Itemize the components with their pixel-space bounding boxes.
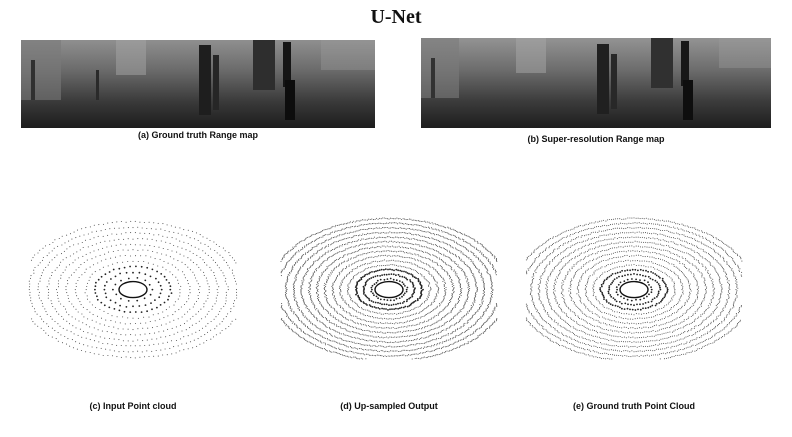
point-cloud-caption-e: (e) Ground truth Point Cloud <box>573 401 695 411</box>
ground-truth-range-map-image <box>21 40 375 128</box>
range-map-caption-a: (a) Ground truth Range map <box>138 130 258 140</box>
super-resolution-range-map-image <box>421 38 771 128</box>
point-cloud-caption-d: (d) Up-sampled Output <box>340 401 438 411</box>
ground-truth-point-cloud-image <box>525 200 743 360</box>
point-cloud-caption-c: (c) Input Point cloud <box>89 401 177 411</box>
up-sampled-output-image <box>280 200 498 360</box>
range-map-caption-b: (b) Super-resolution Range map <box>527 134 665 144</box>
input-point-cloud-image <box>28 200 238 360</box>
figure-title: U-Net <box>370 6 422 28</box>
